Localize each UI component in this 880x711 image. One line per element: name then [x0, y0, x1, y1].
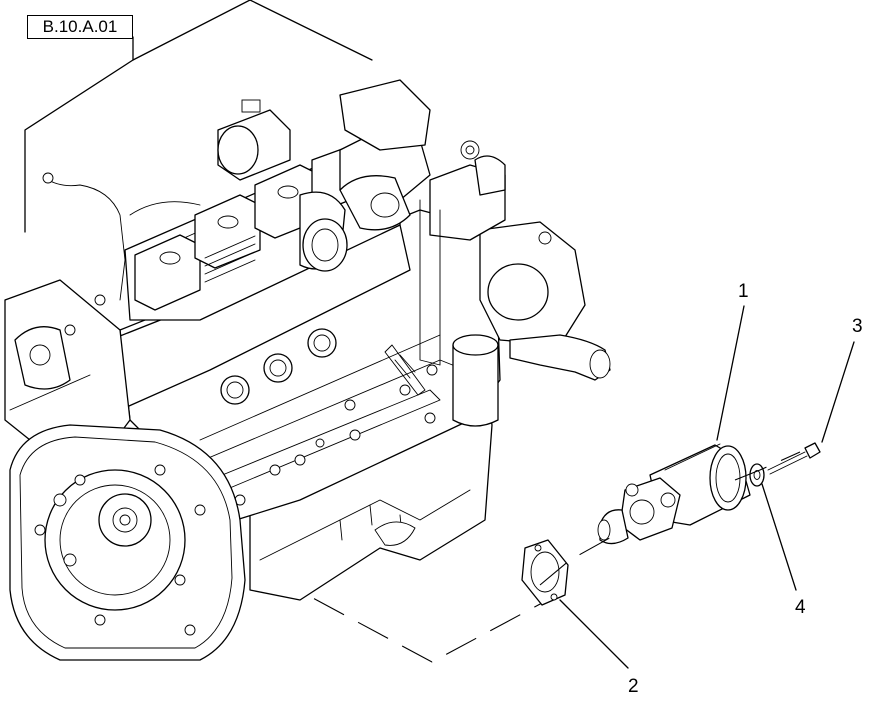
- flywheel-bolts: [34, 464, 206, 636]
- water-pump: [479, 221, 611, 381]
- leader-lines: [559, 305, 855, 669]
- turbocharger: [299, 79, 431, 272]
- oil-filter: [452, 334, 499, 427]
- callout-3: 3: [852, 316, 863, 337]
- callout-1: 1: [738, 281, 749, 302]
- reference-label: B.10.A.01: [27, 15, 133, 39]
- starter-motor: [597, 443, 751, 545]
- mounting-bolt: [767, 442, 821, 475]
- reference-bracket: [24, 0, 571, 663]
- callout-2: 2: [628, 676, 639, 697]
- manifold-ports: [220, 328, 337, 405]
- block-bolts: [234, 364, 438, 506]
- engine-assembly: [4, 79, 611, 661]
- air-cleaner: [217, 99, 291, 181]
- callout-4: 4: [795, 597, 806, 618]
- washer: [749, 463, 765, 487]
- starter-gasket: [521, 539, 569, 606]
